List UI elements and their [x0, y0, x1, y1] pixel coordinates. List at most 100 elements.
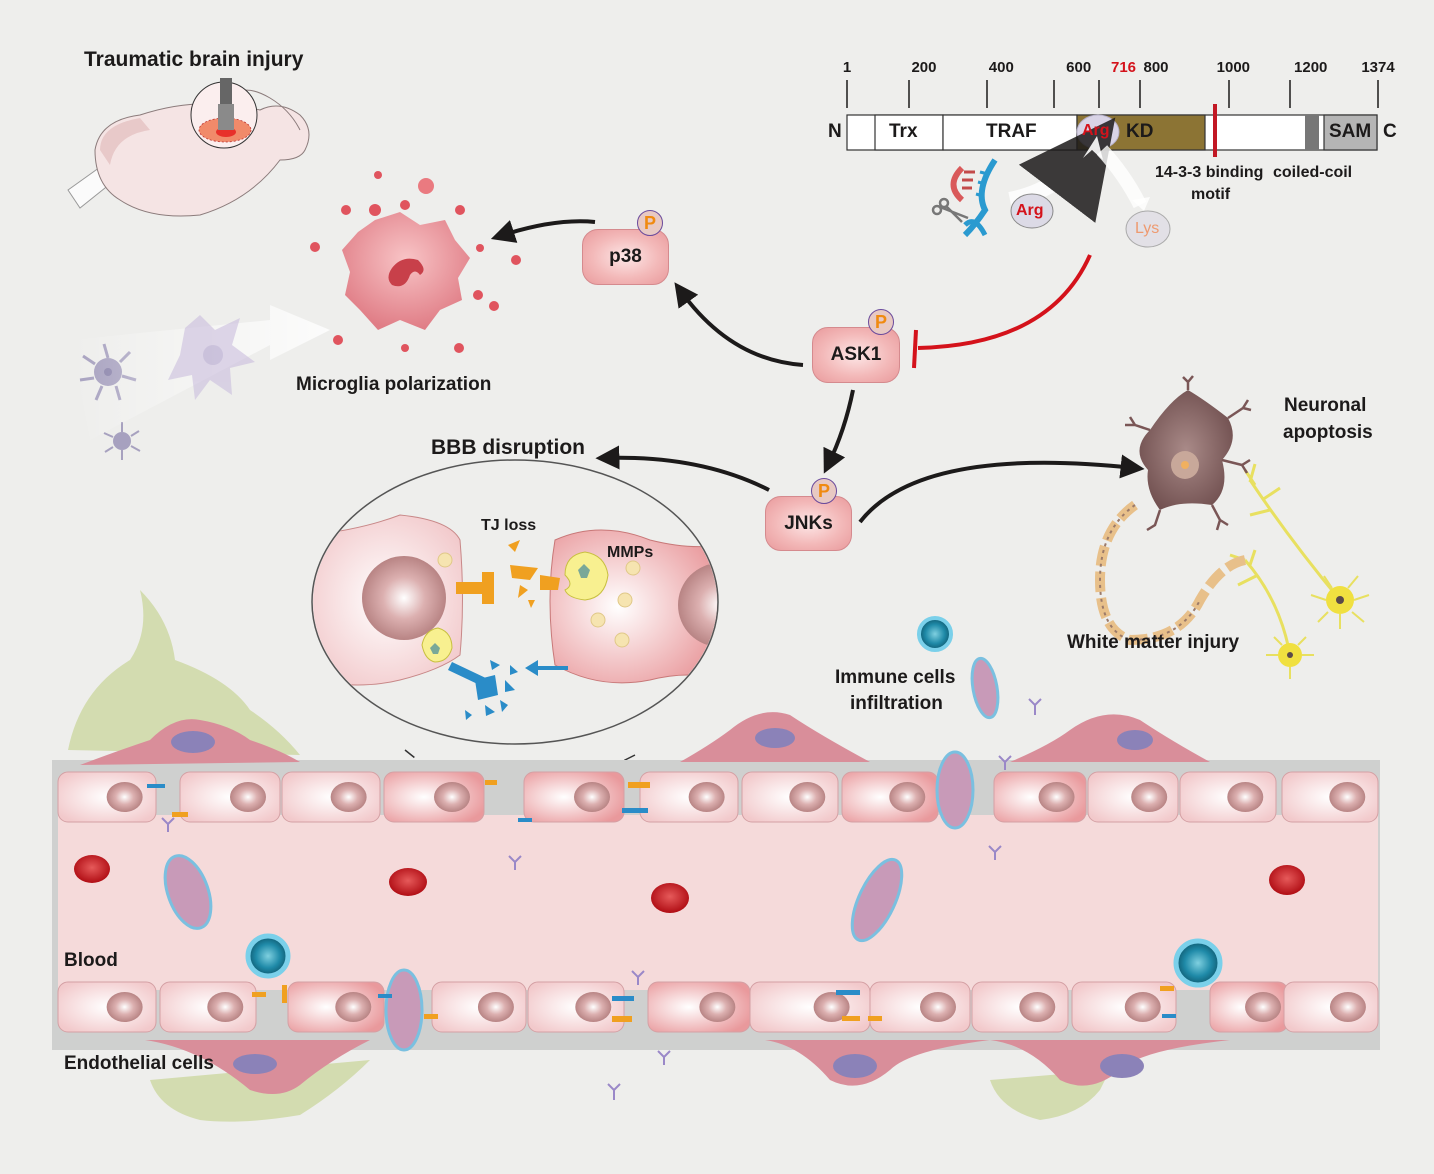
bbb-zoom-inset	[311, 459, 719, 791]
arrow-ask1-to-jnks	[823, 389, 855, 474]
endothelial-nucleus	[1019, 992, 1056, 1022]
label-tj-loss: TJ loss	[481, 517, 537, 534]
label-infiltration: infiltration	[850, 693, 943, 714]
label-bbb-disruption: BBB disruption	[431, 436, 585, 459]
arg-residue-label: Arg	[1016, 202, 1044, 219]
apoptotic-neuron-soma	[1139, 390, 1233, 510]
tj-inhibition-symbol	[456, 572, 494, 604]
domain-sam-label: SAM	[1329, 121, 1372, 142]
blood-vessel	[52, 590, 1380, 1122]
endothelial-nucleus	[434, 782, 470, 812]
n-terminus-label: N	[828, 121, 842, 142]
microglia-illustration	[70, 171, 521, 460]
endothelial-nucleus	[813, 992, 850, 1022]
immune-cells	[245, 616, 1223, 988]
endothelial-nucleus	[1245, 992, 1282, 1022]
tick-label-800: 800	[1143, 59, 1169, 76]
inhibition-bar	[912, 329, 918, 369]
tick-label-1200: 1200	[1294, 59, 1328, 76]
leukocytes	[163, 656, 1000, 1052]
domain-kd-label: KD	[1126, 121, 1154, 142]
mutation-arrow-out	[1096, 145, 1147, 209]
arrow-jnks-to-neuron	[858, 454, 1145, 524]
tick-label-1: 1	[842, 59, 852, 76]
domain-sam	[1323, 114, 1378, 151]
endothelial-row-bottom	[57, 981, 1379, 1033]
domain-traf-label: TRAF	[986, 121, 1037, 142]
tick-label-1374: 1374	[1361, 59, 1395, 76]
label-blood: Blood	[64, 950, 118, 971]
phospho-badge-jnks: P	[811, 478, 837, 504]
arrow-jnks-to-bbb	[595, 445, 770, 492]
endothelial-nucleus	[699, 992, 736, 1022]
phospho-badge-ask1: P	[868, 309, 894, 335]
tick-label-400: 400	[988, 59, 1014, 76]
mouse-brain-illustration	[67, 78, 310, 217]
mutation-arrow-in	[1008, 117, 1116, 223]
cytokine-dots	[310, 171, 521, 353]
tick-label-600: 600	[1066, 59, 1092, 76]
astrocyte-endfoot-left	[68, 590, 300, 755]
node-p38: p38	[582, 229, 669, 285]
microglia-nucleus	[388, 258, 424, 287]
coiled-coil-label: coiled-coil	[1273, 164, 1353, 181]
endothelial-nucleus	[574, 782, 610, 812]
lys-residue-label: Lys	[1135, 220, 1160, 237]
phospho-badge-p38: P	[637, 210, 663, 236]
pericyte-bottom-middle	[765, 1040, 990, 1086]
endothelial-nucleus	[920, 992, 956, 1022]
label-microglia-polarization: Microglia polarization	[296, 374, 492, 395]
pathway-arrows	[490, 219, 1145, 524]
protein-ticks	[846, 80, 1379, 108]
node-jnks: JNKs	[765, 496, 852, 551]
binding-label: 14-3-3 binding	[1155, 164, 1264, 181]
pericyte-top-right	[1010, 714, 1210, 762]
coiled-coil-block	[1305, 115, 1319, 150]
antibodies	[161, 698, 1042, 1100]
label-apoptosis: apoptosis	[1283, 422, 1373, 443]
domain-trx	[874, 114, 944, 151]
endothelial-nucleus	[106, 992, 143, 1022]
node-p38-label: p38	[609, 246, 642, 267]
degenerating-axon	[1094, 500, 1247, 646]
endothelial-nucleus	[1124, 992, 1161, 1022]
endothelial-row-top	[57, 771, 1379, 823]
junction-blue-fragments	[465, 660, 518, 720]
endothelial-nucleus	[889, 782, 926, 812]
node-ask1-label: ASK1	[830, 344, 882, 365]
motif-label: motif	[1191, 186, 1231, 203]
impactor-rod	[220, 78, 232, 104]
domain-trx-label: Trx	[889, 121, 918, 142]
healthy-neurons	[1229, 463, 1342, 656]
label-immune-cells: Immune cells	[835, 667, 956, 688]
neuron-illustration	[1094, 375, 1370, 679]
protein-domain-map	[846, 80, 1379, 248]
red-blood-cells	[74, 855, 1305, 913]
tight-junction-markers	[172, 780, 1174, 1022]
inset-nucleus-left	[362, 556, 446, 640]
endothelial-nucleus	[1329, 992, 1366, 1022]
scissors-icon	[931, 197, 969, 223]
label-white-matter-injury: White matter injury	[1067, 632, 1240, 653]
arrow-p38-to-microglia	[490, 219, 596, 243]
endothelial-nucleus	[477, 992, 514, 1022]
dna-editing-icon	[931, 158, 998, 238]
node-ask1: ASK1	[812, 327, 900, 383]
lys-residue-bubble	[1125, 210, 1171, 248]
endothelial-nucleus	[1329, 782, 1366, 812]
mmp-vesicles	[437, 552, 641, 648]
endothelial-nucleus	[106, 782, 143, 812]
junction-blue-arrow	[525, 660, 568, 676]
tick-label-1000: 1000	[1216, 59, 1251, 76]
endothelial-nucleus	[207, 992, 244, 1022]
arg716-label: Arg	[1082, 122, 1110, 139]
inset-nucleus-right	[678, 563, 717, 647]
label-mmps: MMPs	[607, 544, 654, 561]
endothelial-nucleus	[789, 782, 826, 812]
tick-label-716: 716	[1111, 59, 1137, 76]
junction-proteins-blue	[147, 784, 1176, 1018]
inhibition-arc-mutation-to-ask1	[917, 254, 1092, 350]
endothelial-nucleus	[330, 782, 367, 812]
endothelial-nucleus	[1227, 782, 1264, 812]
